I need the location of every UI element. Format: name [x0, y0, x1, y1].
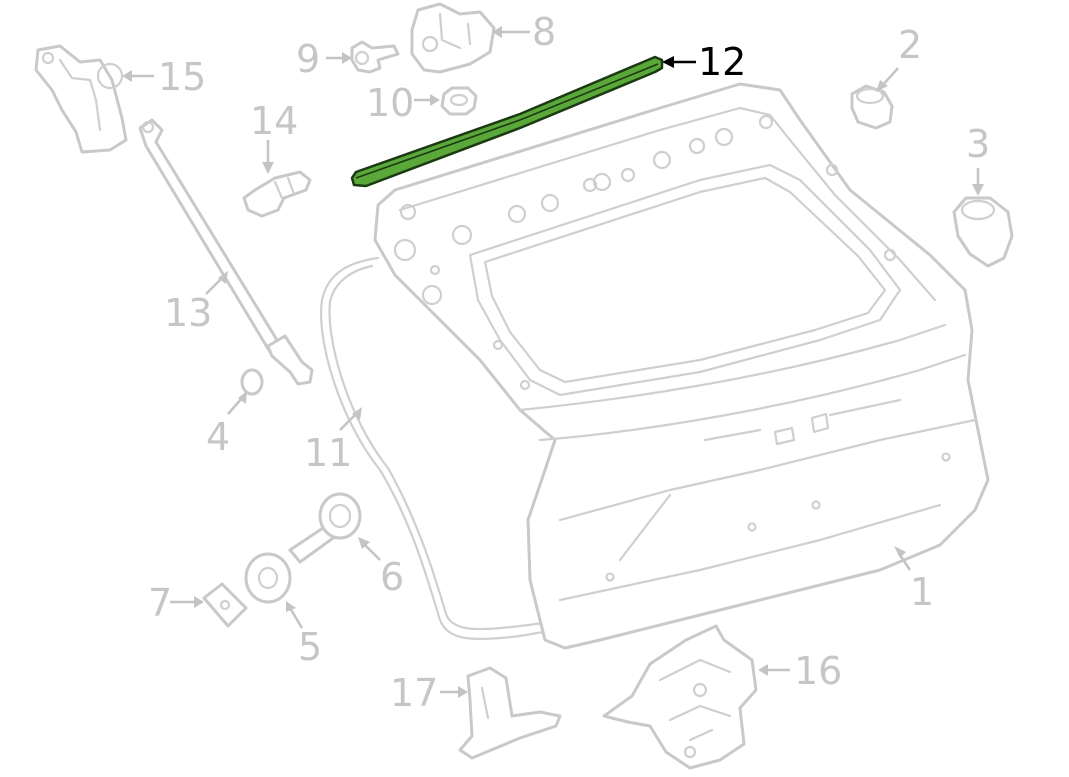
callout-2[interactable]: 2: [898, 23, 922, 67]
part-6-bolt[interactable]: [288, 492, 362, 564]
part-2-bumper-stop[interactable]: [850, 84, 894, 130]
callout-7[interactable]: 7: [148, 581, 172, 625]
part-3-bumper[interactable]: [952, 196, 1014, 268]
callout-17[interactable]: 17: [390, 671, 438, 715]
callout-5[interactable]: 5: [298, 625, 322, 669]
part-16-latch[interactable]: [602, 624, 758, 770]
part-11-weatherstrip-seal[interactable]: [320, 256, 557, 641]
callout-leaders: [122, 26, 984, 698]
callout-11[interactable]: 11: [304, 431, 352, 475]
part-15-hinge[interactable]: [34, 44, 128, 154]
part-10-nut[interactable]: [440, 86, 478, 116]
part-1-liftgate[interactable]: [373, 82, 990, 650]
part-14-ball-stud[interactable]: [242, 170, 312, 218]
callout-8[interactable]: 8: [532, 10, 556, 54]
callout-1[interactable]: 1: [910, 570, 934, 614]
callout-12[interactable]: 12: [698, 40, 746, 84]
part-9-bolt[interactable]: [350, 40, 400, 74]
callout-16[interactable]: 16: [794, 649, 842, 693]
callout-10[interactable]: 10: [366, 81, 414, 125]
part-4-clip[interactable]: [240, 368, 264, 396]
callout-14[interactable]: 14: [250, 99, 298, 143]
part-12-upper-trim[interactable]: [350, 55, 664, 188]
callout-3[interactable]: 3: [966, 122, 990, 166]
callout-9[interactable]: 9: [296, 37, 320, 81]
callout-4[interactable]: 4: [206, 415, 230, 459]
part-8-hinge-bracket[interactable]: [410, 2, 496, 74]
callout-labels: 1 2 3 4 5 6 7 8 9 10 11 12 13 14 15 16 1…: [148, 10, 990, 715]
part-13-gas-strut[interactable]: [138, 118, 314, 386]
part-17-striker[interactable]: [458, 666, 562, 760]
callout-15[interactable]: 15: [158, 55, 206, 99]
part-5-washer[interactable]: [244, 552, 292, 604]
part-7-clip[interactable]: [202, 582, 248, 628]
callout-6[interactable]: 6: [380, 555, 404, 599]
callout-13[interactable]: 13: [164, 291, 212, 335]
